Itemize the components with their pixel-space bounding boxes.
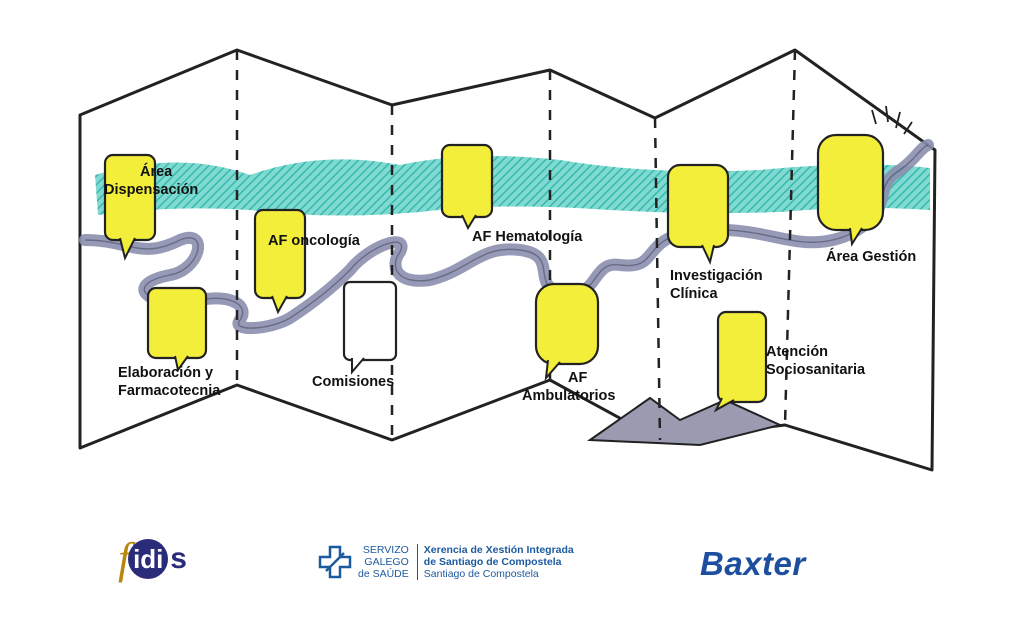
bubble-af-hematologia (440, 143, 494, 231)
label-area-gestion: Área Gestión (826, 249, 917, 265)
bubble-area-gestion (816, 105, 913, 247)
label-af-ambulatorios: AF Ambulatorios (522, 370, 616, 404)
sergas-xerencia: Xerencia de Xestión Integrada de Santiag… (423, 544, 574, 580)
sergas-name: SERVIZO GALEGO de SAÚDE (358, 544, 418, 580)
bubble-area-dispensacion (103, 153, 157, 261)
bubble-af-oncologia (253, 208, 307, 315)
sergas-logo: SERVIZO GALEGO de SAÚDE Xerencia de Xest… (318, 537, 574, 587)
bubble-elaboracion (146, 286, 208, 373)
map-drawing (78, 48, 937, 472)
sponsor-logos: f idi s SERVIZO GALEGO de SAÚDE Xerencia… (0, 525, 1024, 615)
fold-lines (235, 49, 797, 441)
label-elaboracion-farmacotecnia: Elaboración y Farmacotecnia (118, 365, 221, 399)
baxter-logo: Baxter (700, 545, 806, 582)
label-area-dispensacion: Área Dispensación (104, 164, 199, 198)
bubble-comisiones (342, 280, 398, 375)
sergas-cross-icon (318, 545, 352, 579)
label-af-hematologia: AF Hematología (472, 229, 583, 245)
label-atencion-sociosanitaria: Atención Sociosanitaria (766, 344, 866, 378)
label-af-oncologia: AF oncología (268, 233, 360, 249)
label-investigacion-clinica: Investigación Clínica (670, 268, 763, 302)
map-paper (78, 48, 937, 472)
bubble-af-ambulatorios (534, 282, 600, 382)
fidis-logo: f idi s (118, 534, 187, 583)
label-comisiones: Comisiones (312, 374, 395, 390)
bubble-atencion-sociosanitaria (713, 310, 768, 413)
bubble-investigacion (666, 163, 730, 266)
